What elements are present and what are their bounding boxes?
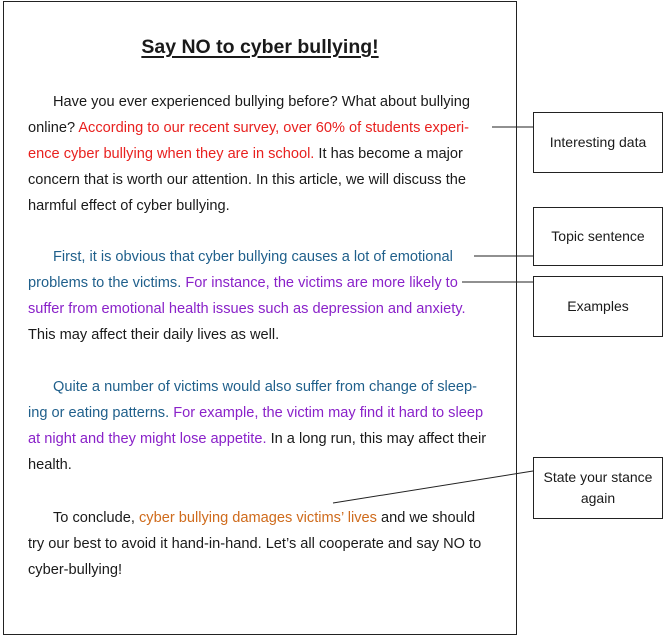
text-run-blue: First, it is obvious that cyber bullying… xyxy=(28,249,453,291)
annotation-topic-sentence: Topic sentence xyxy=(533,207,663,266)
text-run-plain: This may affect their daily lives as wel… xyxy=(28,327,280,343)
text-run-red: According to our recent survey, over 60%… xyxy=(28,120,470,162)
text-run-plain: To conclude, xyxy=(53,510,139,526)
annotation-examples: Examples xyxy=(533,276,663,337)
paragraph-body-1: First, it is obvious that cyber bullying… xyxy=(28,244,494,348)
text-run-plain: and we should try our best to avoid it h… xyxy=(28,510,482,578)
annotation-state-stance: State your stance again xyxy=(533,457,663,519)
text-run-orange: cyber bullying damages victims’ lives xyxy=(139,510,377,526)
text-run-purple: For example, the victim may find it hard… xyxy=(28,405,484,447)
text-run-plain: It has become a major concern that is wo… xyxy=(28,146,467,214)
text-run-plain: In a long run, this may affect their hea… xyxy=(28,431,487,473)
essay-title: Say NO to cyber bullying! xyxy=(141,36,379,58)
text-run-purple: For instance, the victims are more likel… xyxy=(28,275,466,317)
essay-document: Say NO to cyber bullying! Have you ever … xyxy=(3,1,517,635)
text-run-plain: Have you ever experienced bullying befor… xyxy=(28,94,470,136)
text-run-blue: Quite a number of victims would also suf… xyxy=(28,379,477,421)
paragraph-conclusion: To conclude, cyber bullying damages vict… xyxy=(28,505,494,583)
leader-line-stance xyxy=(332,470,534,504)
paragraph-body-2: Quite a number of victims would also suf… xyxy=(28,374,494,478)
paragraph-introduction: Have you ever experienced bullying befor… xyxy=(28,89,494,219)
annotation-interesting-data: Interesting data xyxy=(533,112,663,173)
